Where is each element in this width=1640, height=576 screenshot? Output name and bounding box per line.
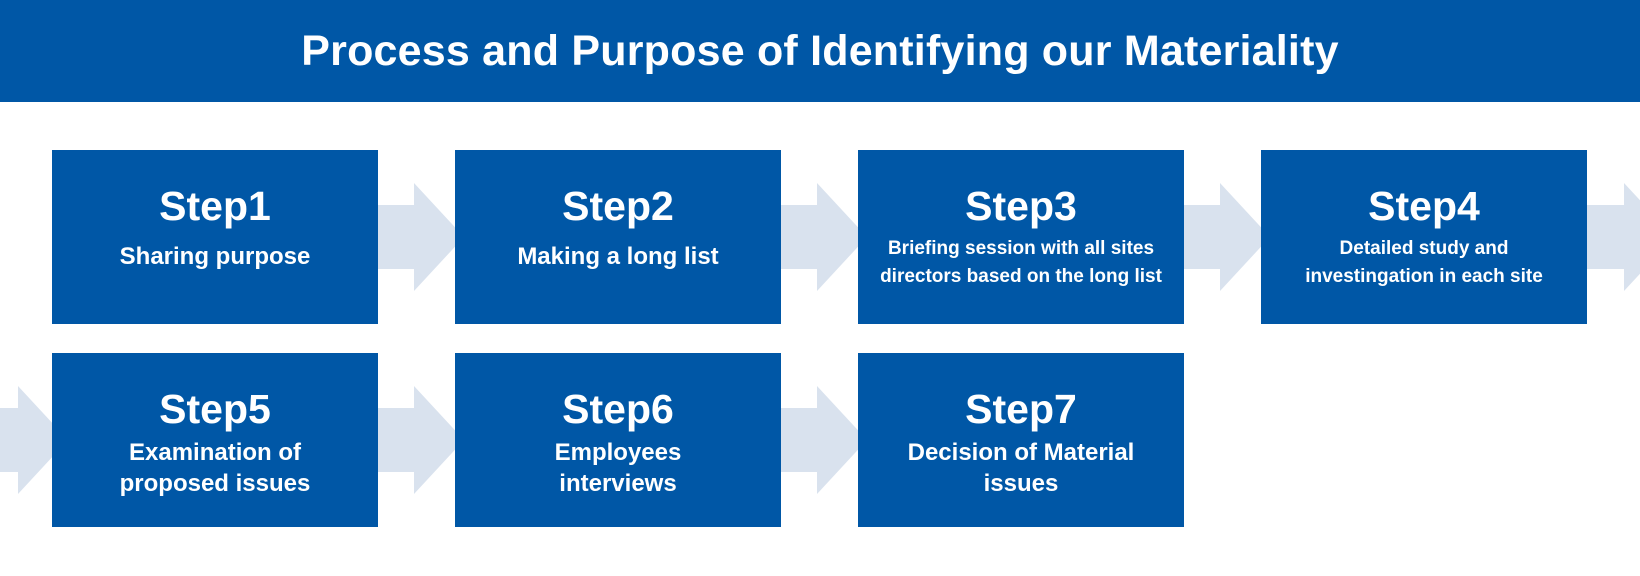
step-3-box: Step3 Briefing session with all sites di… (858, 150, 1184, 324)
step-6-box: Step6 Employees interviews (455, 353, 781, 527)
step-description: Employees interviews (554, 439, 682, 497)
step-title: Step4 (1368, 183, 1480, 229)
arrow-right-icon (1180, 183, 1270, 291)
step-title: Step3 (965, 183, 1077, 229)
step-2-box: Step2 Making a long list (455, 150, 781, 324)
title-banner: Process and Purpose of Identifying our M… (0, 0, 1640, 102)
step-description: Briefing session with all sites director… (880, 238, 1162, 287)
arrow-right-icon (374, 386, 464, 494)
step-description: Making a long list (517, 243, 719, 270)
step-title: Step1 (159, 183, 271, 229)
arrow-right-icon (0, 386, 68, 494)
step-description: Sharing purpose (119, 243, 311, 270)
step-description: Detailed study and investingation in eac… (1305, 238, 1543, 287)
step-title: Step5 (159, 386, 271, 432)
step-description: Examination of proposed issues (119, 439, 311, 497)
step-5-box: Step5 Examination of proposed issues (52, 353, 378, 527)
arrow-right-icon (374, 183, 464, 291)
step-4-box: Step4 Detailed study and investingation … (1261, 150, 1587, 324)
step-title: Step6 (562, 386, 674, 432)
arrow-right-icon (1584, 183, 1640, 291)
step-description: Decision of Material issues (907, 439, 1135, 497)
step-title: Step2 (562, 183, 674, 229)
step-1-box: Step1 Sharing purpose (52, 150, 378, 324)
page-title: Process and Purpose of Identifying our M… (301, 26, 1339, 75)
arrow-right-icon (777, 386, 867, 494)
step-title: Step7 (965, 386, 1077, 432)
arrow-right-icon (777, 183, 867, 291)
step-7-box: Step7 Decision of Material issues (858, 353, 1184, 527)
